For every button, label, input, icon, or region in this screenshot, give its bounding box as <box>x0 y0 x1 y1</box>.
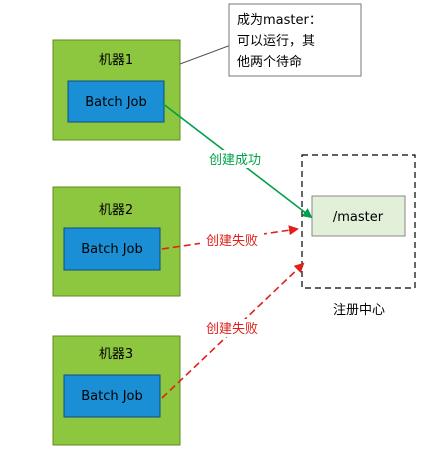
note-box <box>228 3 362 77</box>
note-line-1: 成为master： <box>237 13 322 28</box>
machine-3-job-label: Batch Job <box>81 389 143 404</box>
registry-label: 注册中心 <box>333 303 385 318</box>
note-line-3: 他两个待命 <box>237 54 302 70</box>
note-line-2: 可以运行，其 <box>237 34 315 49</box>
fail1-label-bg <box>200 231 264 249</box>
success-label-bg <box>203 150 267 168</box>
machine-2-job-label: Batch Job <box>81 242 143 257</box>
success-label: 创建成功 <box>209 153 261 168</box>
fail2-label-bg <box>200 319 264 337</box>
machine-1-label: 机器1 <box>99 53 133 68</box>
master-node <box>311 195 406 237</box>
registry-box <box>301 154 416 289</box>
note-connector <box>179 44 232 65</box>
fail1-label: 创建失败 <box>206 234 258 249</box>
fail2-label: 创建失败 <box>206 322 258 337</box>
machine-1-job <box>67 80 165 123</box>
master-node-label: /master <box>333 210 384 225</box>
machine-3-job <box>63 374 161 418</box>
machine-1-job-label: Batch Job <box>85 95 147 110</box>
machine-2-label: 机器2 <box>99 203 133 218</box>
machine-2-job <box>63 227 161 271</box>
machine-3-label: 机器3 <box>99 347 133 362</box>
